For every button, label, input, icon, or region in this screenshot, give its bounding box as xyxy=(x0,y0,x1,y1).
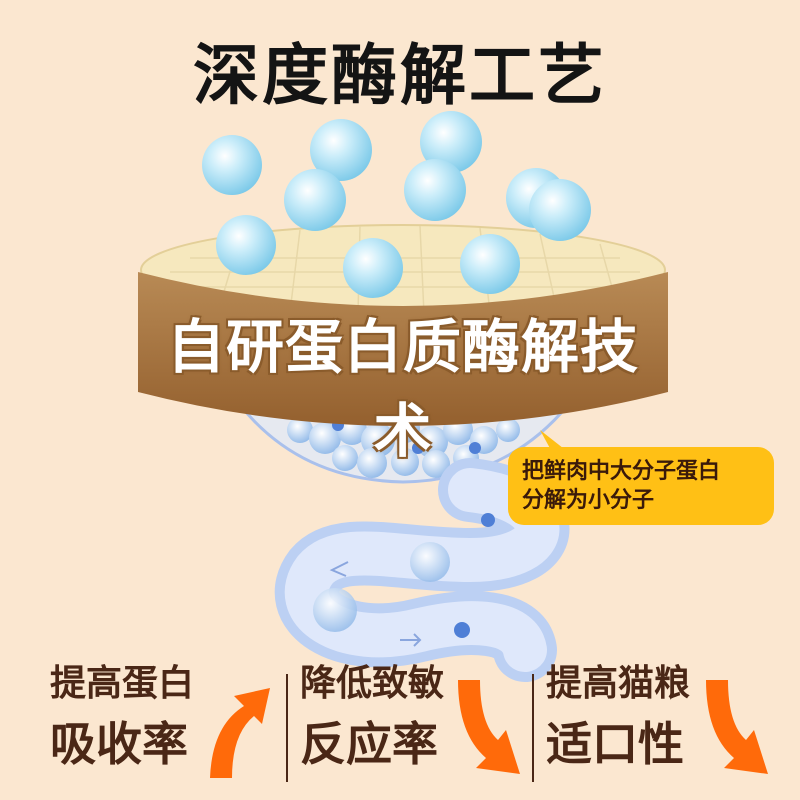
divider xyxy=(286,674,288,782)
protein-balls xyxy=(202,111,591,298)
feature-line-2: 吸收率 xyxy=(50,717,188,771)
divider xyxy=(532,674,534,782)
down-arrow-icon xyxy=(706,680,768,774)
funnel-band xyxy=(138,272,668,426)
band-label: 自研蛋白质酶解技术 xyxy=(166,313,639,465)
feature-line-2: 适口性 xyxy=(546,717,684,771)
down-arrow-icon xyxy=(458,680,520,774)
feature-absorption: 提高蛋白 吸收率 xyxy=(50,660,194,774)
callout-line-2: 分解为小分子 xyxy=(522,488,655,513)
feature-row: 提高蛋白 吸收率 降低致敏 反应率 提高猫粮 适口性 xyxy=(0,660,800,800)
feature-allergy: 降低致敏 反应率 xyxy=(300,660,444,774)
intestine-tube xyxy=(274,458,570,682)
up-arrow-icon xyxy=(210,688,270,778)
callout-line-1: 把鲜肉中大分子蛋白 xyxy=(522,459,721,484)
callout-bubble: 把鲜肉中大分子蛋白 分解为小分子 xyxy=(508,447,774,525)
feature-palatability: 提高猫粮 适口性 xyxy=(546,660,690,774)
feature-line-1: 降低致敏 xyxy=(300,663,445,704)
feature-line-2: 反应率 xyxy=(300,717,438,771)
feature-line-1: 提高蛋白 xyxy=(50,663,195,704)
feature-line-1: 提高猫粮 xyxy=(546,663,691,704)
callout-pointer xyxy=(540,430,568,452)
page-title: 深度酶解工艺 xyxy=(193,37,607,114)
